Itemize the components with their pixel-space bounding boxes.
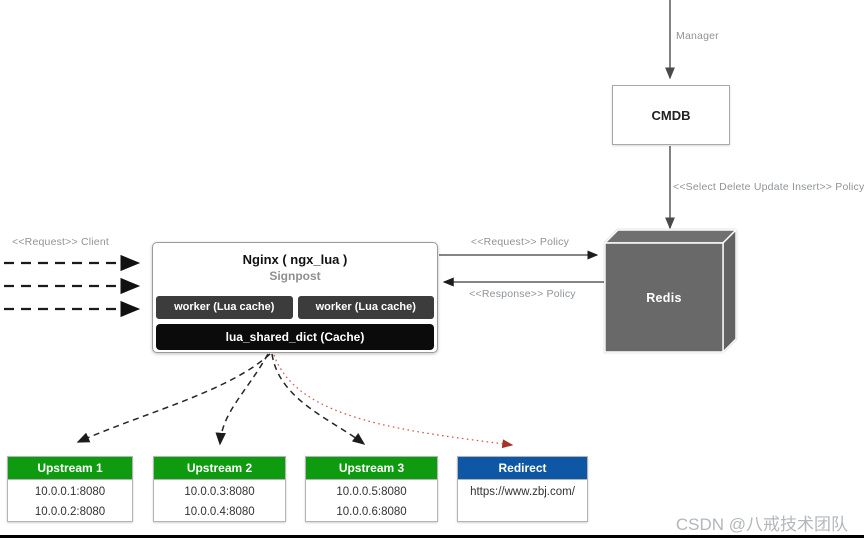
redirect-line-1: https://www.zbj.com/ xyxy=(470,486,575,498)
arrow-to-upstream-2 xyxy=(215,353,269,446)
upstream-2-body: 10.0.0.3:8080 10.0.0.4:8080 xyxy=(154,480,285,522)
node-redis: Redis xyxy=(605,243,723,352)
nginx-worker-1: worker (Lua cache) xyxy=(156,296,293,319)
nginx-subtitle: Signpost xyxy=(269,269,321,283)
upstream-2-line-1: 10.0.0.3:8080 xyxy=(184,486,255,498)
edge-label-manager: Manager xyxy=(676,30,719,42)
redirect-line-2 xyxy=(458,502,587,522)
upstream-3-line-2: 10.0.0.6:8080 xyxy=(336,506,407,518)
redirect-header: Redirect xyxy=(458,457,587,480)
nginx-shared-dict: lua_shared_dict (Cache) xyxy=(156,324,434,350)
edge-label-client-request: <<Request>> Client xyxy=(12,236,109,248)
node-nginx: Nginx ( ngx_lua ) Signpost worker (Lua c… xyxy=(152,242,438,353)
nginx-title: Nginx ( ngx_lua ) xyxy=(242,252,348,267)
redis-title: Redis xyxy=(646,290,682,305)
upstream-3-body: 10.0.0.5:8080 10.0.0.6:8080 xyxy=(306,480,437,522)
redirect-body: https://www.zbj.com/ xyxy=(458,480,587,522)
arrow-to-upstream-1 xyxy=(76,353,271,443)
nginx-worker-2: worker (Lua cache) xyxy=(297,296,434,319)
upstream-2-header: Upstream 2 xyxy=(154,457,285,480)
upstream-2-line-2: 10.0.0.4:8080 xyxy=(184,506,255,518)
nginx-workers-row: worker (Lua cache) worker (Lua cache) xyxy=(156,296,434,319)
redis-cube xyxy=(603,228,738,354)
edge-label-response-policy: <<Response>> Policy xyxy=(469,288,576,300)
node-upstream-2: Upstream 2 10.0.0.3:8080 10.0.0.4:8080 xyxy=(153,456,286,522)
node-upstream-3: Upstream 3 10.0.0.5:8080 10.0.0.6:8080 xyxy=(305,456,438,522)
upstream-3-line-1: 10.0.0.5:8080 xyxy=(336,486,407,498)
edge-label-request-policy: <<Request>> Policy xyxy=(470,236,570,248)
arrow-to-redirect xyxy=(273,354,514,449)
node-upstream-1: Upstream 1 10.0.0.1:8080 10.0.0.2:8080 xyxy=(7,456,133,522)
cmdb-title: CMDB xyxy=(651,107,691,123)
edge-label-select-policy: <<Select Delete Update Insert>> Policy xyxy=(673,181,864,193)
upstream-1-line-1: 10.0.0.1:8080 xyxy=(34,486,106,498)
upstream-1-header: Upstream 1 xyxy=(8,457,132,480)
upstream-3-header: Upstream 3 xyxy=(306,457,437,480)
arrow-to-upstream-3 xyxy=(271,353,366,445)
upstream-1-body: 10.0.0.1:8080 10.0.0.2:8080 xyxy=(8,480,132,522)
csdn-watermark: CSDN @八戒技术团队 xyxy=(675,515,848,534)
bottom-divider xyxy=(0,535,864,538)
upstream-1-line-2: 10.0.0.2:8080 xyxy=(34,506,106,518)
node-cmdb: CMDB xyxy=(612,85,730,145)
node-redirect: Redirect https://www.zbj.com/ xyxy=(457,456,588,522)
